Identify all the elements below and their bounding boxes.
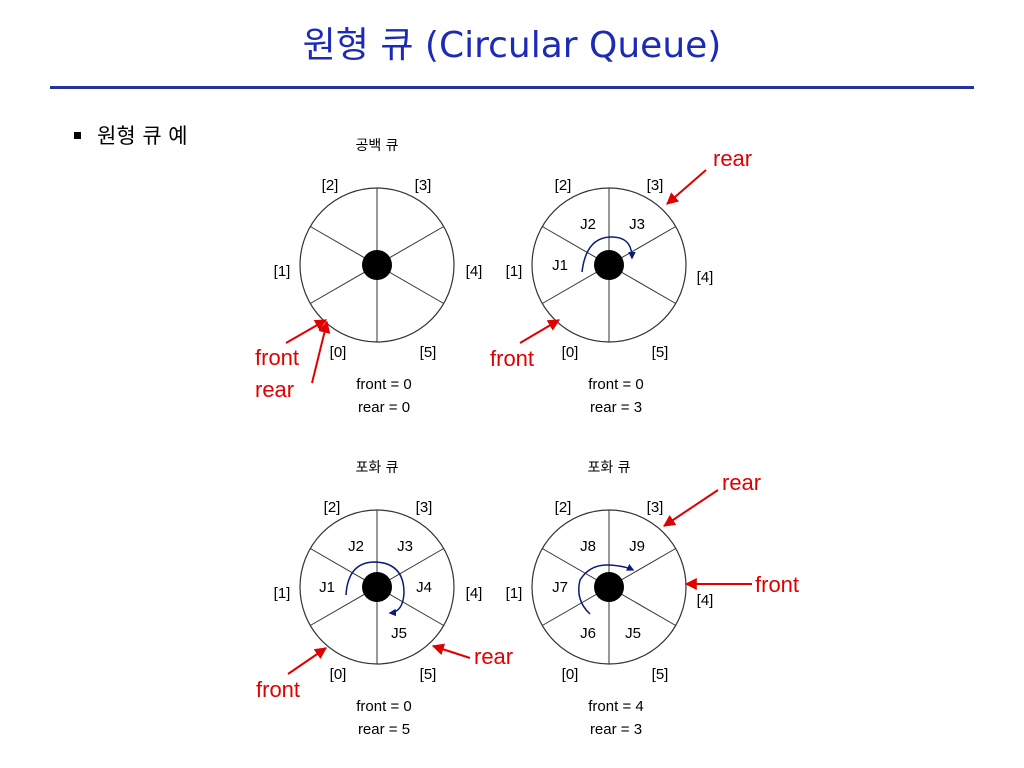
job-label: J5 (625, 625, 641, 642)
queue-diagram-full-1: 포화 큐 J2 J3 J1 J4 J5 [2] [3] [1] [4] [0] … (256, 460, 513, 738)
front-pointer-label: front (490, 346, 534, 371)
bullet-item: 원형 큐 예 (74, 120, 188, 150)
slot-index-label: [0] (562, 344, 579, 361)
front-status: front = 0 (356, 698, 411, 715)
rear-pointer-arrow (311, 320, 331, 384)
queue-heading: 포화 큐 (355, 460, 398, 476)
job-label: J7 (552, 579, 568, 596)
job-label: J2 (348, 538, 364, 555)
queue-diagram-empty: 공백 큐 [2] [3] [1] [4] [0] [5] front = 0 r… (255, 138, 482, 416)
slot-index-label: [1] (274, 585, 291, 602)
slot-index-label: [2] (322, 177, 339, 194)
bullet-text: 원형 큐 예 (97, 124, 188, 148)
job-label: J9 (629, 538, 645, 555)
front-pointer-arrow (519, 319, 561, 344)
front-status: front = 0 (588, 376, 643, 393)
queue-center-hub (594, 572, 624, 602)
slot-index-label: [5] (420, 344, 437, 361)
rear-pointer-arrow (663, 489, 719, 527)
job-label: J5 (391, 625, 407, 642)
slot-index-label: [1] (274, 263, 291, 280)
slot-index-label: [3] (416, 499, 433, 516)
direction-arrow (345, 561, 405, 617)
slot-index-label: [3] (415, 177, 432, 194)
rear-pointer-label: rear (474, 644, 513, 669)
rear-pointer-label: rear (713, 146, 752, 171)
bullet-square-icon (74, 131, 81, 139)
rear-status: rear = 0 (358, 399, 410, 416)
slot-index-label: [0] (562, 666, 579, 683)
job-label: J2 (580, 216, 596, 233)
rear-pointer-arrow (666, 169, 707, 205)
job-label: J6 (580, 625, 596, 642)
slot-index-label: [4] (697, 269, 714, 286)
front-pointer-label: front (256, 677, 300, 702)
job-label: J1 (552, 257, 568, 274)
queue-heading: 공백 큐 (355, 138, 398, 154)
direction-arrow (578, 563, 635, 615)
rear-pointer-arrow (431, 643, 471, 659)
job-label: J4 (416, 579, 432, 596)
slot-index-label: [3] (647, 177, 664, 194)
slide-title: 원형 큐 (Circular Queue) (302, 25, 722, 66)
slot-index-label: [4] (466, 263, 483, 280)
slot-index-label: [2] (555, 177, 572, 194)
direction-arrow (581, 236, 636, 273)
queue-diagram-partial: J2 J3 J1 [2] [3] [1] [4] [0] [5] front =… (490, 146, 752, 416)
slot-index-label: [5] (420, 666, 437, 683)
slot-index-label: [5] (652, 666, 669, 683)
job-label: J3 (629, 216, 645, 233)
rear-pointer-label: rear (255, 377, 294, 402)
title-divider (50, 86, 974, 89)
slot-index-label: [4] (466, 585, 483, 602)
queue-center-hub (594, 250, 624, 280)
rear-status: rear = 3 (590, 399, 642, 416)
front-status: front = 0 (356, 376, 411, 393)
queue-center-hub (362, 250, 392, 280)
front-pointer-label: front (755, 572, 799, 597)
queue-center-hub (362, 572, 392, 602)
queue-heading: 포화 큐 (587, 460, 630, 476)
slot-index-label: [2] (555, 499, 572, 516)
slot-index-label: [4] (697, 592, 714, 609)
slot-index-label: [1] (506, 263, 523, 280)
front-pointer-arrow (285, 319, 328, 344)
job-label: J1 (319, 579, 335, 596)
slot-index-label: [5] (652, 344, 669, 361)
front-status: front = 4 (588, 698, 643, 715)
job-label: J8 (580, 538, 596, 555)
slot-index-label: [3] (647, 499, 664, 516)
front-pointer-arrow (287, 647, 327, 675)
front-pointer-label: front (255, 345, 299, 370)
rear-status: rear = 3 (590, 721, 642, 738)
rear-pointer-label: rear (722, 470, 761, 495)
slot-index-label: [0] (330, 344, 347, 361)
queue-diagram-full-2: 포화 큐 J8 J9 J7 J6 J5 [2] [3] [1] [4] [0] … (506, 460, 799, 738)
slot-index-label: [2] (324, 499, 341, 516)
job-label: J3 (397, 538, 413, 555)
slot-index-label: [1] (506, 585, 523, 602)
slot-index-label: [0] (330, 666, 347, 683)
rear-status: rear = 5 (358, 721, 410, 738)
